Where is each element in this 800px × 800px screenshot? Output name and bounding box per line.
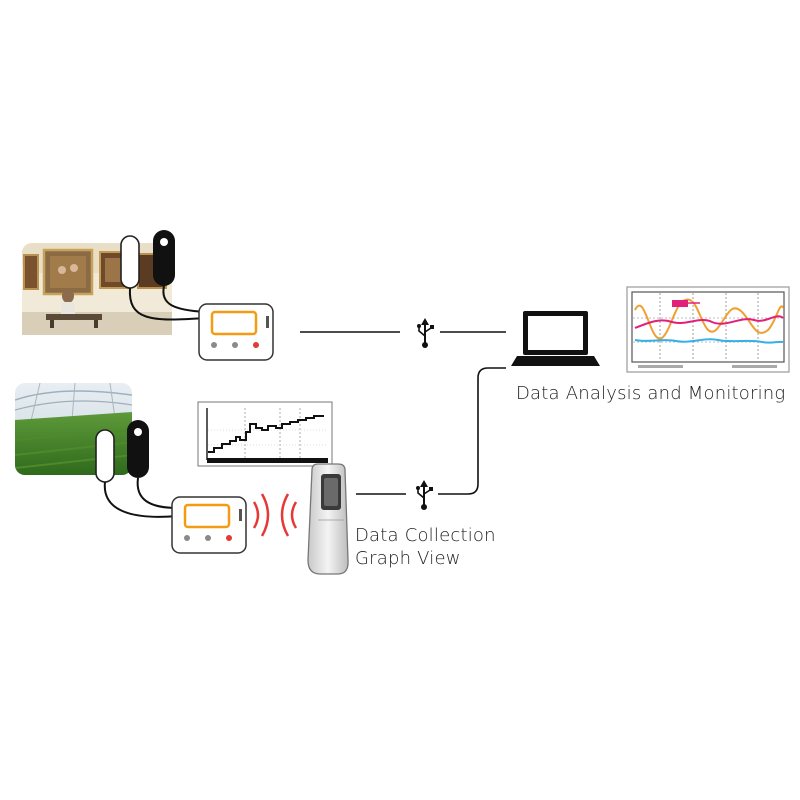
- collection-label-line2: Graph View: [355, 548, 461, 569]
- usb-icon: [416, 480, 433, 510]
- monitor-chart-icon: [626, 286, 790, 373]
- handheld-reader-icon: [307, 463, 349, 575]
- analysis-label: Data Analysis and Monitoring: [516, 383, 786, 404]
- data-logger-icon: [171, 496, 247, 554]
- wireless-signal-icon: [252, 493, 298, 537]
- museum-photo: [22, 243, 172, 335]
- sensor-probe-icon: [120, 230, 175, 289]
- laptop-icon: [511, 311, 600, 366]
- collection-label-line1: Data Collection: [355, 525, 496, 546]
- data-logger-icon: [198, 303, 274, 361]
- step-graph-icon: [197, 401, 333, 467]
- usb-icon: [417, 318, 434, 348]
